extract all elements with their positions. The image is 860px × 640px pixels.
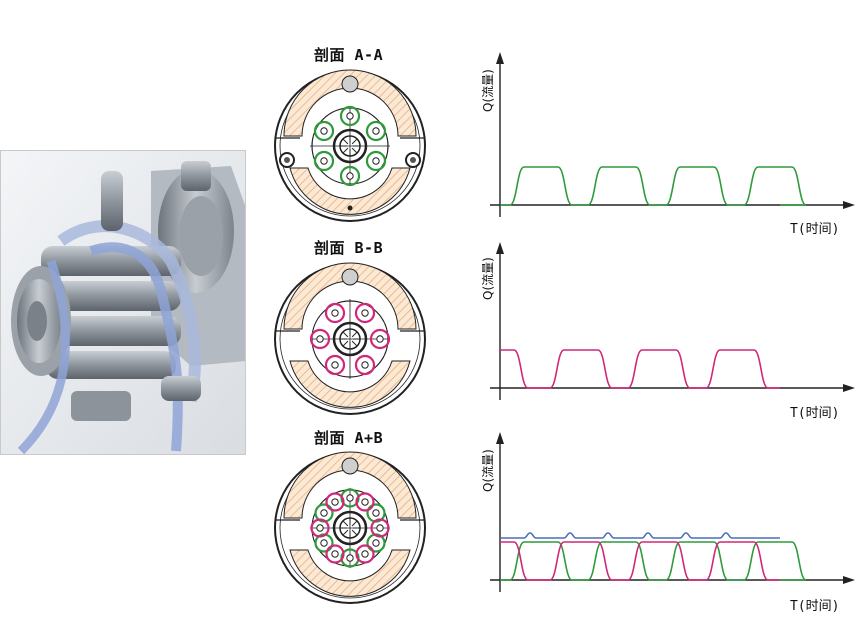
roller-pin xyxy=(316,524,324,532)
flow-graph-b xyxy=(490,242,855,400)
roller-pin xyxy=(372,157,380,165)
flow-graph-ab xyxy=(490,432,855,592)
hub-spoke xyxy=(342,529,349,536)
roller-pin xyxy=(376,524,384,532)
roller-pin xyxy=(346,112,354,120)
x-axis-arrow xyxy=(843,384,855,392)
roller xyxy=(313,150,335,172)
roller-pin xyxy=(372,509,380,517)
roller-pin xyxy=(331,309,339,317)
top-bolt xyxy=(341,457,359,475)
graph-a-ylabel: Q(流量) xyxy=(481,69,495,112)
roller xyxy=(339,105,361,127)
roller-pin xyxy=(331,361,339,369)
graph-b-ylabel: Q(流量) xyxy=(481,257,495,300)
pump-photo xyxy=(0,150,246,455)
roller-pin xyxy=(372,127,380,135)
hub xyxy=(332,128,368,164)
hub-spoke xyxy=(351,331,358,338)
side-bolt-right-center xyxy=(410,157,416,163)
roller xyxy=(365,120,387,142)
roller-pin xyxy=(346,554,354,562)
roller xyxy=(355,544,375,564)
roller-pin xyxy=(320,539,328,547)
upper-shoe xyxy=(283,451,417,519)
flow-graph-a xyxy=(490,52,855,217)
section-a-title: 剖面 A-A xyxy=(314,46,384,64)
lower-shoe xyxy=(289,360,411,408)
y-axis-arrow xyxy=(496,242,504,254)
roller xyxy=(354,302,376,324)
side-bolt-left-center xyxy=(284,157,290,163)
hub xyxy=(332,321,368,357)
series-b-line xyxy=(500,541,780,581)
roller xyxy=(355,492,375,512)
cross-section-ab xyxy=(274,451,426,604)
roller-pin xyxy=(320,509,328,517)
x-axis-arrow xyxy=(843,576,855,584)
top-bolt xyxy=(341,268,359,286)
roller xyxy=(310,518,330,538)
roller-pin xyxy=(361,550,369,558)
lower-shoe xyxy=(289,167,411,215)
roller-pin xyxy=(331,550,339,558)
roller-pin xyxy=(372,539,380,547)
roller xyxy=(365,150,387,172)
x-axis-arrow xyxy=(843,201,855,209)
section-ab-title: 剖面 A+B xyxy=(314,429,384,447)
graph-ab-ylabel: Q(流量) xyxy=(481,449,495,492)
hub-spoke xyxy=(342,138,349,145)
hub-spoke xyxy=(342,147,349,154)
roller xyxy=(325,544,345,564)
series-a-line xyxy=(500,166,807,206)
roller xyxy=(309,328,331,350)
roller xyxy=(370,518,390,538)
roller xyxy=(313,120,335,142)
roller xyxy=(354,354,376,376)
cross-section-a xyxy=(274,69,426,222)
hub-spoke xyxy=(342,340,349,347)
roller xyxy=(324,302,346,324)
roller-pin xyxy=(331,498,339,506)
hub-spoke xyxy=(351,138,358,145)
cross-section-b xyxy=(274,262,426,415)
top-bolt xyxy=(341,75,359,93)
hub-spoke xyxy=(342,520,349,527)
hub-spoke xyxy=(351,520,358,527)
roller-pin xyxy=(346,172,354,180)
roller xyxy=(339,165,361,187)
hub-spoke xyxy=(351,340,358,347)
y-axis-arrow xyxy=(496,432,504,444)
hub-spoke xyxy=(342,331,349,338)
graph-a-xlabel: T(时间) xyxy=(790,222,840,237)
roller-pin xyxy=(376,335,384,343)
graph-ab-xlabel: T(时间) xyxy=(790,599,840,614)
roller xyxy=(325,492,345,512)
hub xyxy=(332,510,368,546)
roller-pin xyxy=(320,127,328,135)
series-a-line xyxy=(500,541,807,581)
upper-shoe xyxy=(283,262,417,330)
roller-pin xyxy=(361,498,369,506)
roller xyxy=(324,354,346,376)
roller-pin xyxy=(346,494,354,502)
graph-b-xlabel: T(时间) xyxy=(790,406,840,421)
series-b-line xyxy=(500,349,780,389)
lower-shoe xyxy=(289,549,411,597)
sum-line xyxy=(500,532,780,539)
upper-shoe xyxy=(283,69,417,137)
roller-pin xyxy=(316,335,324,343)
roller-pin xyxy=(361,361,369,369)
hub-spoke xyxy=(351,529,358,536)
y-axis-arrow xyxy=(496,52,504,64)
roller xyxy=(369,328,391,350)
roller-pin xyxy=(320,157,328,165)
hub-spoke xyxy=(351,147,358,154)
roller-pin xyxy=(361,309,369,317)
section-b-title: 剖面 B-B xyxy=(314,239,384,257)
bottom-hole xyxy=(347,205,353,211)
